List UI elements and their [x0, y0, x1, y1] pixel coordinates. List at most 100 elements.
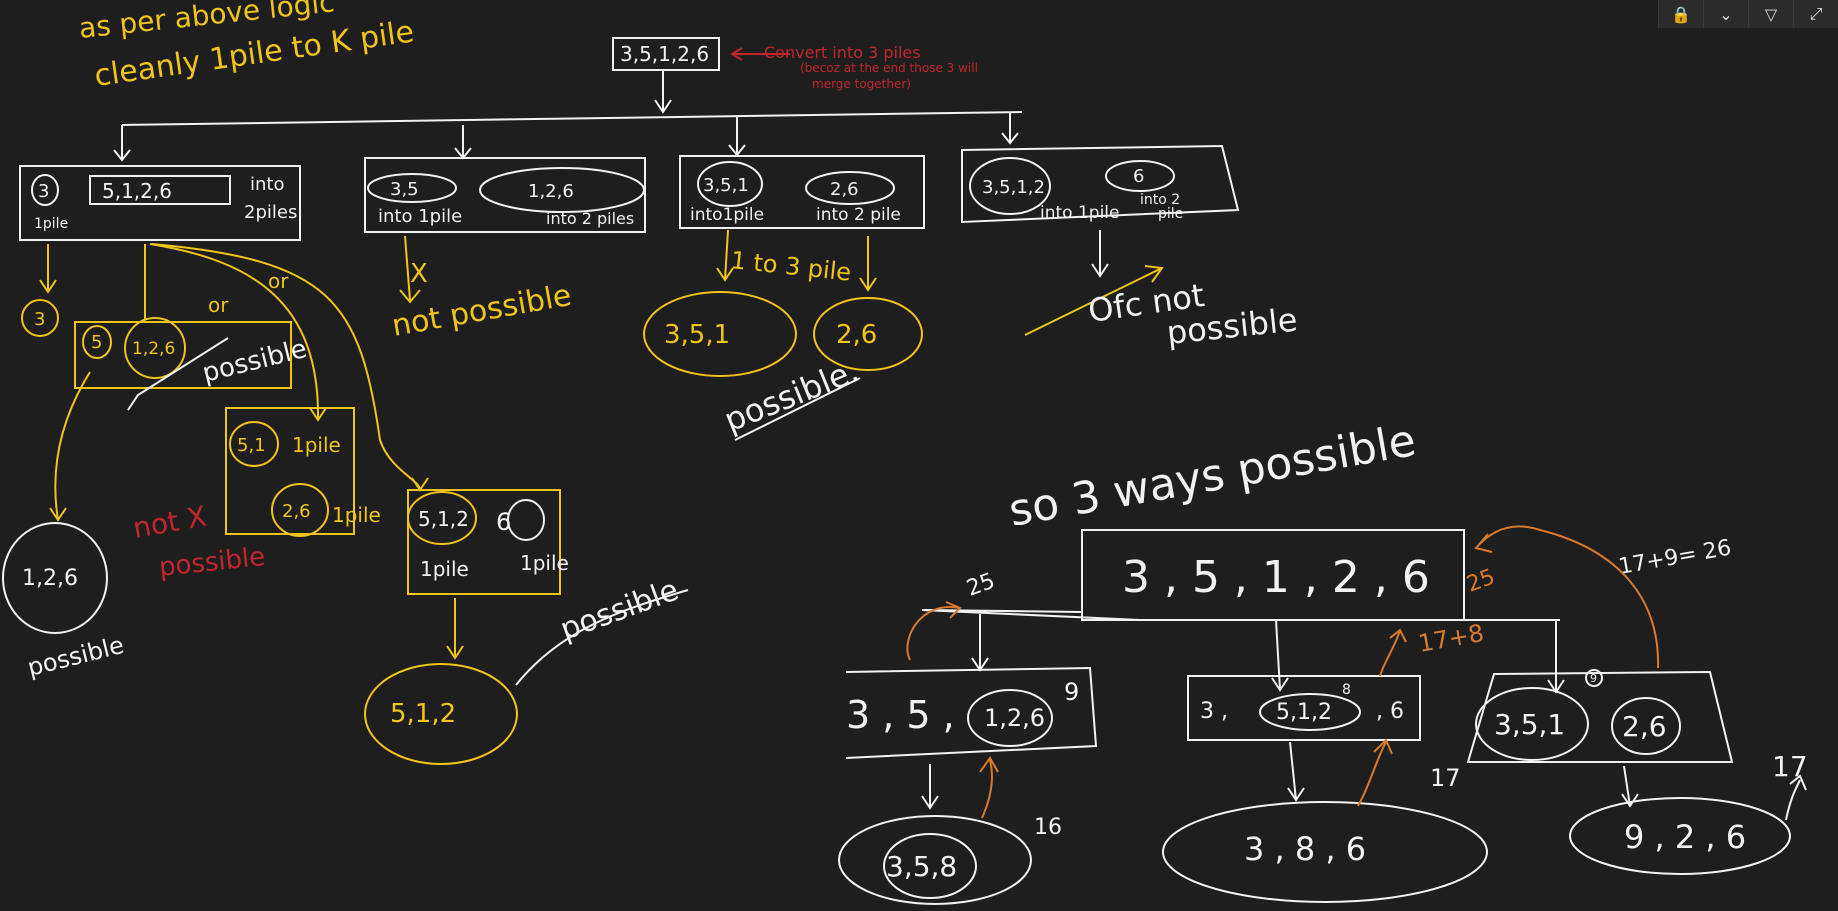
- split1-box: [19, 165, 301, 241]
- ways-c2-circle: [1162, 801, 1488, 903]
- ways-arrow-c2: [1287, 741, 1305, 802]
- s3-underline: [734, 377, 861, 441]
- split1-piles: 2piles: [244, 202, 297, 223]
- ways-title: so 3 ways possible: [1005, 415, 1419, 537]
- ways-arrow-c1: [921, 764, 939, 810]
- s1-opt3-ca: [407, 491, 477, 545]
- ways-arrow-c3: [1621, 765, 1639, 808]
- ways-arrow-3: [1547, 620, 1565, 694]
- s1-opt3la: 1pile: [420, 557, 469, 581]
- s1-or1: or: [208, 293, 229, 317]
- ways-c1n: 16: [1034, 815, 1062, 840]
- s1-onepile2: 1pile: [332, 503, 381, 527]
- s1-opt3b-comma: 6: [496, 508, 511, 536]
- ways-orange-c1: [979, 756, 999, 819]
- split2-b: 1,2,6: [528, 181, 574, 202]
- ways-c2n: 17: [1430, 764, 1461, 792]
- red-arrow: [730, 47, 790, 61]
- ways-b2a: 3 ,: [1200, 699, 1228, 724]
- split3-la: into1pile: [690, 205, 764, 225]
- s1-opt3-arrow: [446, 598, 464, 660]
- lock-icon[interactable]: 🔒: [1658, 0, 1703, 28]
- root-box: [612, 37, 720, 71]
- s3-arrow-left: [716, 229, 734, 282]
- ways-c3-circle: [1569, 797, 1791, 875]
- ways-sum-right: 17+9= 26: [1617, 536, 1733, 580]
- split1-one: 1pile: [34, 216, 68, 232]
- expand-icon[interactable]: ⤢: [1793, 0, 1838, 28]
- s1-line-opt2: [149, 243, 327, 422]
- s3-left-circle: [643, 291, 797, 377]
- ways-b2n: 8: [1342, 682, 1351, 698]
- split4-ea: [969, 157, 1051, 215]
- s1-opt1-ca: [82, 325, 112, 359]
- split3-eb: [805, 171, 895, 205]
- chevron-down-icon[interactable]: ⌄: [1703, 0, 1748, 28]
- split4-box: [961, 144, 1240, 224]
- root-arrow: [654, 70, 672, 114]
- split3-a: 3,5,1: [703, 175, 749, 196]
- s1-check1: [127, 337, 229, 411]
- s1-opt3-cb: [507, 499, 545, 541]
- split3-lb: into 2 pile: [816, 205, 901, 225]
- split2-ea: [367, 173, 457, 203]
- s1-opt2-cb: [271, 483, 329, 537]
- s1-opt3lb: 1pile: [520, 551, 569, 575]
- convert-sub1: (becoz at the end those 3 will: [800, 61, 978, 75]
- ways-b2-circle: [1259, 693, 1361, 731]
- split2-box: [364, 157, 646, 233]
- s1-possible-check: [515, 589, 689, 686]
- ways-c1-inner: [883, 833, 977, 899]
- ways-orange-top-right: [1474, 525, 1660, 669]
- s3-left: 3,5,1: [664, 320, 730, 350]
- convert-note: Convert into 3 piles: [764, 43, 921, 62]
- s1-notposs2: possible: [158, 542, 267, 583]
- ways-arrow-1: [971, 614, 989, 672]
- s1-circ-left: 1,2,6: [22, 566, 78, 591]
- ways-b1-circle: [967, 689, 1053, 747]
- ways-b3a: 3,5,1: [1494, 708, 1565, 741]
- s1-possible-final: possible: [556, 573, 683, 648]
- s4-strike: [1024, 265, 1164, 336]
- s1-opt1a: 5: [91, 332, 102, 353]
- root-label: 3,5,1,2,6: [620, 42, 709, 66]
- s1-opt1b: 1,2,6: [132, 339, 175, 359]
- s1-final-circle: [364, 663, 518, 765]
- s1-opt2b: 2,6: [282, 501, 311, 522]
- s2-x: X: [410, 259, 428, 289]
- ways-b2c: 5,1,2: [1276, 700, 1332, 725]
- s3-right: 2,6: [836, 320, 877, 350]
- s1-left-arrow: [49, 371, 91, 522]
- split1-a: 3: [38, 181, 49, 202]
- split1-circle: [31, 174, 59, 206]
- s3-arrow-right: [859, 236, 877, 292]
- ways-branch-bar: [921, 609, 1560, 621]
- s3-right-circle: [813, 297, 923, 371]
- ways-b2-box: [1187, 675, 1421, 741]
- s1-notposs1: not X: [130, 500, 209, 545]
- pen-icon[interactable]: ▽: [1748, 0, 1793, 28]
- ways-25a: 25: [964, 569, 999, 602]
- s4-arrow: [1091, 230, 1109, 278]
- split4-la: into 1pile: [1040, 203, 1119, 223]
- split2-a: 3,5: [390, 179, 419, 200]
- ways-c3-arrow-up: [1785, 774, 1807, 821]
- branch-bar: [121, 111, 1023, 126]
- s1-three: 3: [34, 309, 45, 330]
- ways-b3n: 9: [1590, 672, 1597, 685]
- s2-arrow: [399, 235, 421, 304]
- ways-b1: 3 , 5 ,: [846, 693, 955, 737]
- s1-possible-left: possible: [25, 631, 127, 682]
- ways-b2sum: 17+8: [1416, 619, 1486, 658]
- ways-25b: 25: [1464, 565, 1499, 598]
- split4-lb1: into 2: [1140, 192, 1180, 208]
- ways-b1c: 1,2,6: [984, 704, 1045, 732]
- s3-possible: possible.: [719, 351, 864, 439]
- split3-box: [679, 155, 925, 229]
- s3-piles: 1 to 3 pile: [729, 246, 852, 286]
- split1-b: 5,1,2,6: [102, 179, 172, 203]
- ways-orange-b1: [906, 601, 962, 661]
- s1-three-circle: [21, 299, 59, 337]
- branch-arrow-1: [113, 125, 131, 162]
